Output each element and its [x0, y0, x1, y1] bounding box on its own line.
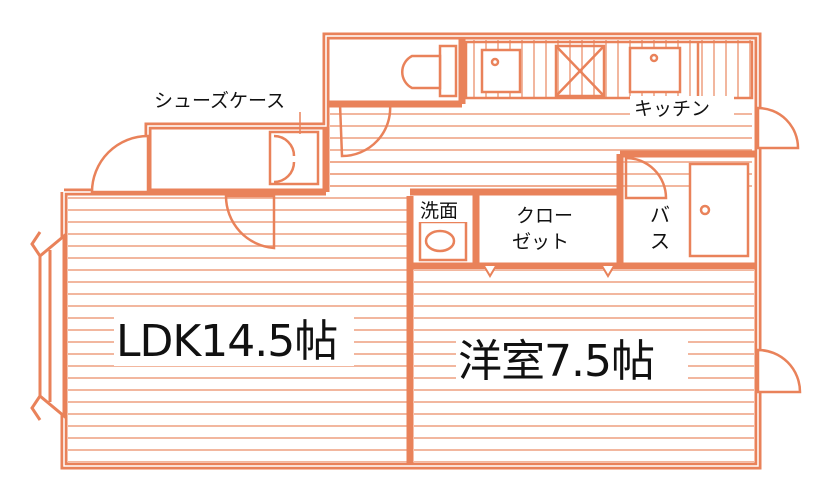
kitchen-counter [464, 40, 754, 100]
western-room-label: 洋室7.5帖 [458, 336, 654, 387]
washroom-label: 洗面 [420, 200, 458, 222]
kitchen-label: キッチン [634, 98, 710, 120]
bay-window [30, 231, 66, 421]
shoe-case-label: シューズケース [154, 90, 285, 112]
ldk-label-bg [114, 314, 354, 366]
corridor-lower-floor [330, 154, 620, 190]
kitchen-label-bg [630, 96, 734, 120]
closet-label-line1: クロー [516, 205, 573, 227]
western-label-bg [456, 334, 688, 386]
closet-doors [483, 265, 615, 278]
bathtub [688, 162, 750, 258]
bath-label-line2: ス [650, 229, 670, 253]
washroom-label-bg [418, 198, 470, 222]
toilet-fixture [401, 44, 458, 98]
closet-label-bg [484, 198, 612, 260]
wash-basin [418, 220, 468, 262]
bath-label-line1: バ [650, 203, 670, 227]
bath-label-bg [646, 200, 676, 254]
shoe-case [268, 110, 320, 186]
ldk-label: LDK14.5帖 [116, 316, 337, 367]
door-swings [90, 102, 802, 394]
closet-label-line2: ゼット [512, 231, 569, 253]
shoe-case-label-bg [150, 88, 318, 112]
